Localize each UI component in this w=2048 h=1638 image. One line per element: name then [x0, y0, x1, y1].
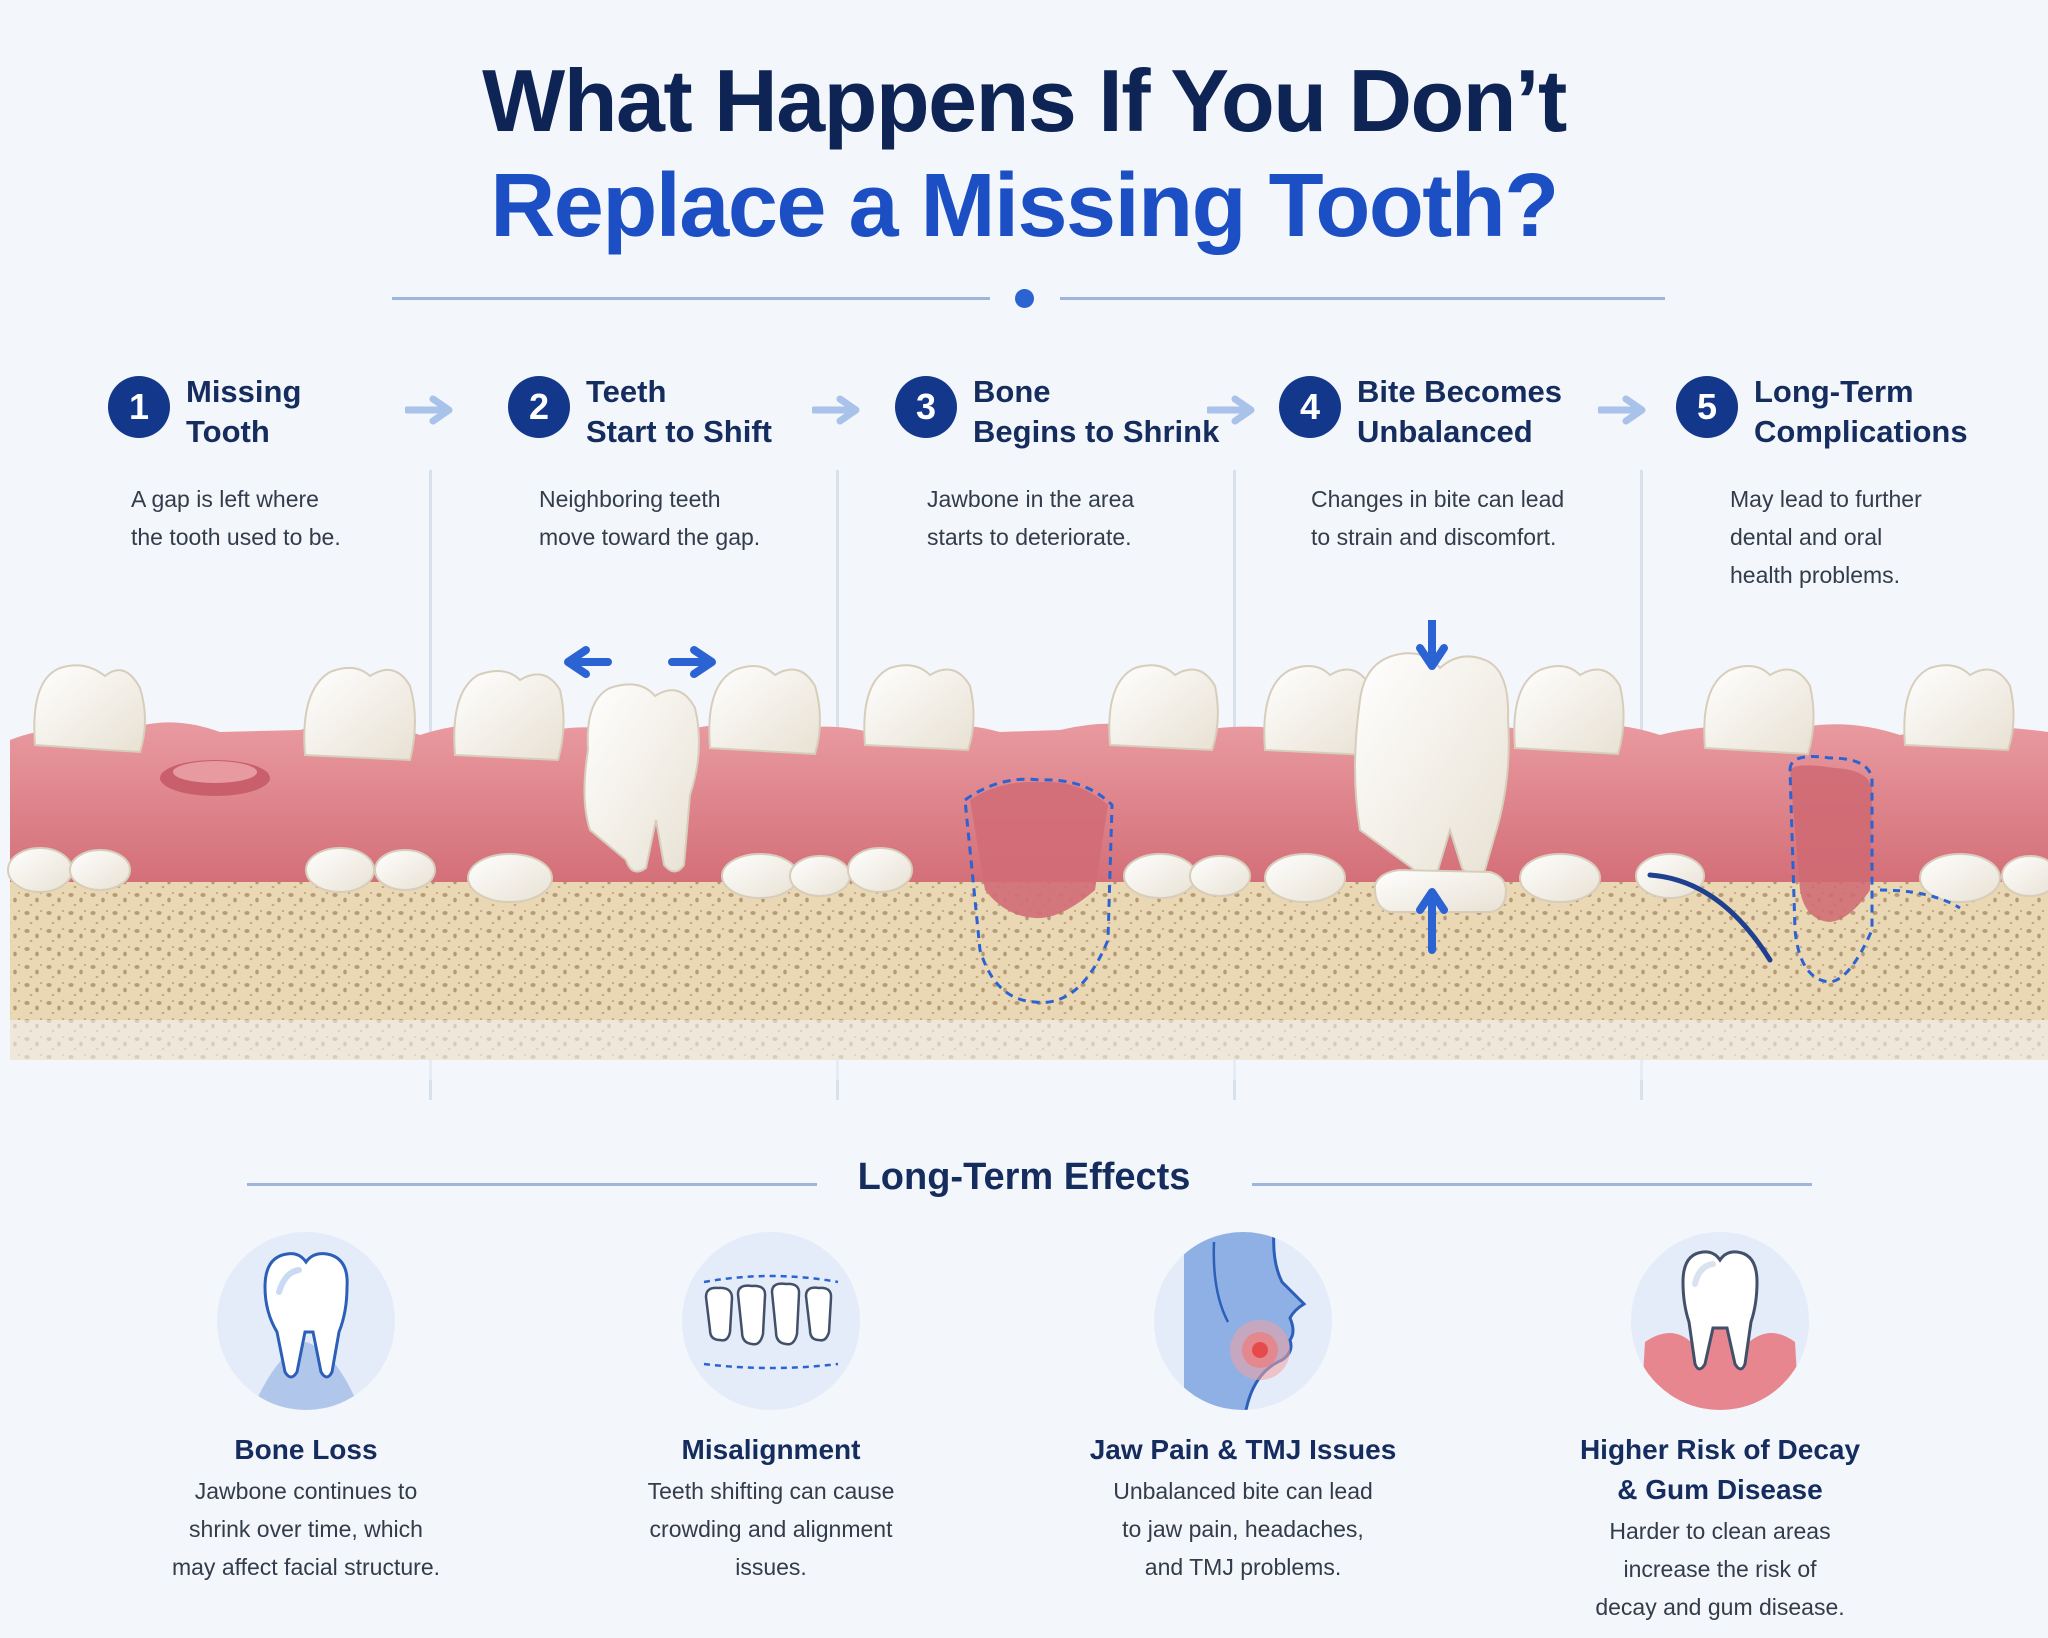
receded-gum [970, 781, 1108, 919]
effect-description-line-2: to jaw pain, headaches, [1122, 1516, 1364, 1542]
effect-title-line-1: Misalignment [681, 1434, 861, 1465]
step-description: Neighboring teeth move toward the gap. [539, 480, 760, 556]
step-title-line-2: Complications [1754, 414, 1968, 449]
step-description-line-1: May lead to further [1730, 486, 1922, 512]
upper-teeth [33, 652, 2015, 878]
effect-icon-circle [1631, 1232, 1809, 1410]
step-number-badge: 3 [895, 376, 957, 438]
step-title: Bone Begins to Shrink [973, 372, 1219, 452]
effect-title: Misalignment [561, 1430, 981, 1470]
nerve-line [1647, 872, 1773, 963]
title-divider-right [1060, 297, 1665, 300]
step-description-line-2: starts to deteriorate. [927, 524, 1132, 550]
step-title: Missing Tooth [186, 372, 301, 452]
title-divider-left [392, 297, 990, 300]
effect-jaw-pain: Jaw Pain & TMJ Issues Unbalanced bite ca… [1033, 1232, 1453, 1586]
step-description-line-2: dental and oral [1730, 524, 1883, 550]
step-description-line-1: Changes in bite can lead [1311, 486, 1565, 512]
effect-description: Teeth shifting can cause crowding and al… [561, 1472, 981, 1586]
step-number-badge: 5 [1676, 376, 1738, 438]
effect-misalignment: Misalignment Teeth shifting can cause cr… [561, 1232, 981, 1586]
section-title: Long-Term Effects [857, 1156, 1191, 1198]
step-description: May lead to further dental and oral heal… [1730, 480, 1922, 594]
effect-title-line-1: Bone Loss [234, 1434, 378, 1465]
effect-title: Jaw Pain & TMJ Issues [1033, 1430, 1453, 1470]
step-description-line-1: Jawbone in the area [927, 486, 1135, 512]
effect-icon-circle [682, 1232, 860, 1410]
effect-description-line-3: decay and gum disease. [1595, 1594, 1845, 1620]
step-title: Long-Term Complications [1754, 372, 1968, 452]
bone-fade [10, 1020, 2048, 1080]
effect-icon-circle [217, 1232, 395, 1410]
title-line-2: Replace a Missing Tooth? [490, 156, 1559, 256]
gum-tooth-icon [1641, 1250, 1799, 1410]
step-description: Jawbone in the area starts to deteriorat… [927, 480, 1134, 556]
effect-description-line-1: Unbalanced bite can lead [1113, 1478, 1373, 1504]
bite-pressure-arrows-icon [1416, 620, 1448, 954]
title-line-1: What Happens If You Don’t [482, 51, 1567, 150]
effect-decay-gum-disease: Higher Risk of Decay & Gum Disease Harde… [1510, 1232, 1930, 1626]
step-number-badge: 4 [1279, 376, 1341, 438]
step-description: Changes in bite can lead to strain and d… [1311, 480, 1564, 556]
effect-description-line-1: Jawbone continues to [194, 1478, 418, 1504]
step-description-line-2: move toward the gap. [539, 524, 761, 550]
effect-description-line-2: crowding and alignment [649, 1516, 893, 1542]
tooth-root-icon [252, 1252, 360, 1410]
title-divider-dot [1015, 289, 1034, 308]
effect-description-line-3: and TMJ problems. [1144, 1554, 1342, 1580]
flow-arrow-icon [1207, 395, 1255, 425]
bone-loss-outline [963, 777, 1114, 1004]
shift-arrows-icon [564, 646, 716, 678]
effect-description-line-1: Harder to clean areas [1609, 1518, 1831, 1544]
step-number-badge: 1 [108, 376, 170, 438]
step-description-line-2: the tooth used to be. [131, 524, 341, 550]
effect-description-line-3: issues. [735, 1554, 807, 1580]
step-title-line-1: Bite Becomes [1357, 374, 1563, 409]
step-title: Teeth Start to Shift [586, 372, 772, 452]
effect-bone-loss: Bone Loss Jawbone continues to shrink ov… [96, 1232, 516, 1586]
infected-socket [1790, 765, 1872, 922]
effect-description-line-1: Teeth shifting can cause [647, 1478, 895, 1504]
step-title-line-1: Long-Term [1754, 374, 1914, 409]
step-number-badge: 2 [508, 376, 570, 438]
step-title-line-1: Bone [973, 374, 1051, 409]
effect-title-line-1: Higher Risk of Decay [1579, 1434, 1861, 1465]
effect-title-line-2: & Gum Disease [1617, 1474, 1823, 1505]
effect-title: Bone Loss [96, 1430, 516, 1470]
effect-title-line-1: Jaw Pain & TMJ Issues [1089, 1434, 1397, 1465]
effect-description-line-3: may affect facial structure. [171, 1554, 440, 1580]
spread-outline [1879, 888, 1961, 910]
effect-icon-circle [1154, 1232, 1332, 1410]
step-title-line-1: Teeth [586, 374, 667, 409]
step-title-line-2: Begins to Shrink [973, 414, 1220, 449]
jaw-pain-icon [1184, 1232, 1307, 1410]
step-description-line-2: to strain and discomfort. [1311, 524, 1557, 550]
empty-socket-inner [173, 761, 257, 783]
flow-arrow-icon [405, 395, 453, 425]
section-divider-left [247, 1183, 817, 1186]
effect-description-line-2: increase the risk of [1623, 1556, 1817, 1582]
lower-teeth [7, 847, 2048, 913]
teeth-cross-section-illustration [7, 620, 2048, 1080]
step-title-line-2: Unbalanced [1357, 414, 1533, 449]
effect-description: Unbalanced bite can lead to jaw pain, he… [1033, 1472, 1453, 1586]
step-description: A gap is left where the tooth used to be… [131, 480, 341, 556]
effect-description-line-2: shrink over time, which [189, 1516, 423, 1542]
effect-title: Higher Risk of Decay & Gum Disease [1510, 1430, 1930, 1510]
step-title: Bite Becomes Unbalanced [1357, 372, 1562, 452]
flow-arrow-icon [1598, 395, 1646, 425]
section-divider-right [1252, 1183, 1812, 1186]
step-title-line-2: Tooth [186, 414, 270, 449]
crowded-teeth-icon [703, 1274, 839, 1370]
step-description-line-3: health problems. [1730, 562, 1901, 588]
complication-outline [1788, 755, 1874, 984]
step-title-line-2: Start to Shift [586, 414, 772, 449]
effect-description: Harder to clean areas increase the risk … [1510, 1512, 1930, 1626]
step-description-line-1: Neighboring teeth [539, 486, 721, 512]
step-description-line-1: A gap is left where [131, 486, 319, 512]
effect-description: Jawbone continues to shrink over time, w… [96, 1472, 516, 1586]
flow-arrow-icon [812, 395, 860, 425]
step-title-line-1: Missing [186, 374, 302, 409]
